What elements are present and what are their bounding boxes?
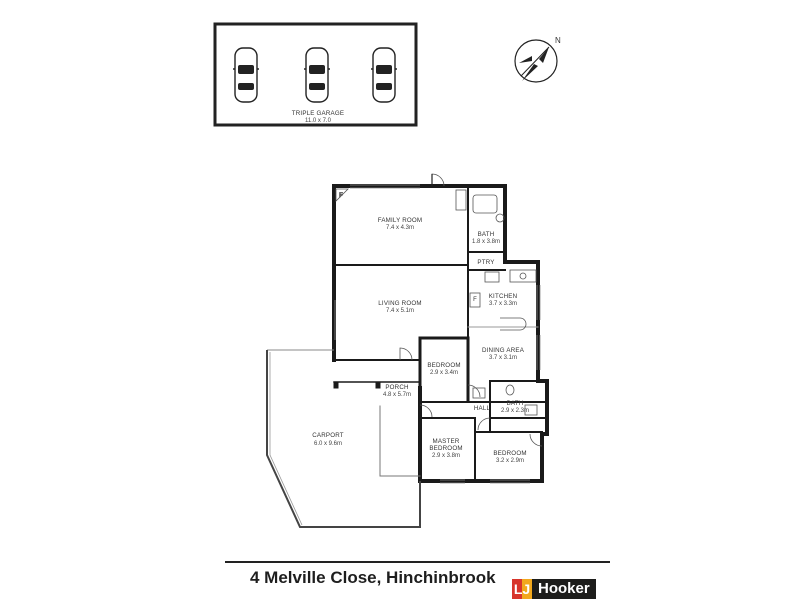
room-label-porch: PORCH	[385, 384, 408, 391]
carport	[266, 349, 421, 528]
compass-north-label: N	[555, 36, 561, 45]
garage-name: TRIPLE GARAGE	[292, 110, 344, 117]
room-label-kitchen: KITCHEN	[489, 293, 518, 300]
fridge-label: F	[473, 297, 477, 303]
room-label-hall: HALL	[474, 405, 491, 412]
room-size-living-room: 7.4 x 5.1m	[386, 308, 414, 314]
brand-name: Hooker	[532, 579, 596, 599]
room-label-master-bedroom-2: BEDROOM	[429, 445, 462, 452]
compass-icon: N	[514, 36, 561, 83]
car-icon	[233, 47, 259, 103]
room-size-master-bedroom: 2.9 x 3.8m	[432, 453, 460, 459]
room-label-bedroom-2: BEDROOM	[427, 362, 460, 369]
brand-logo-mark: LJ	[512, 579, 532, 599]
room-label-master-bedroom-1: MASTER	[433, 438, 460, 445]
car-icon	[304, 47, 330, 103]
footer-divider	[225, 561, 610, 563]
doors	[399, 173, 543, 447]
house-walls	[332, 184, 549, 483]
room-label-carport: CARPORT	[312, 432, 344, 439]
kitchen-fixtures	[469, 269, 537, 331]
room-size-carport: 6.0 x 9.6m	[314, 441, 342, 447]
room-size-dining-area: 3.7 x 3.1m	[489, 355, 517, 361]
brand-logo-glyph: LJ	[513, 581, 531, 597]
room-label-dining-area: DINING AREA	[482, 347, 525, 354]
fireplace-label: F	[339, 193, 343, 199]
car-icon	[371, 47, 397, 103]
fireplace-icon: F	[335, 188, 349, 202]
room-size-family-room: 7.4 x 4.3m	[386, 225, 414, 231]
brand-logo: LJ Hooker	[512, 579, 610, 599]
room-label-bath-1: BATH	[478, 231, 495, 238]
bath-fixtures	[455, 189, 538, 416]
windows	[334, 184, 541, 484]
room-size-bath-2: 2.9 x 2.3m	[501, 408, 529, 414]
room-size-bath-1: 1.8 x 3.8m	[472, 239, 500, 245]
room-size-porch: 4.8 x 5.7m	[383, 392, 411, 398]
triple-garage: TRIPLE GARAGE 11.0 x 7.0	[213, 22, 418, 127]
room-label-pantry: PTRY	[477, 259, 494, 266]
room-label-family-room: FAMILY ROOM	[378, 217, 423, 224]
room-size-bedroom-3: 3.2 x 2.9m	[496, 458, 524, 464]
room-label-living-room: LIVING ROOM	[378, 300, 421, 307]
room-size-bedroom-2: 2.9 x 3.4m	[430, 370, 458, 376]
fridge-icon: F	[473, 297, 477, 303]
room-label-bedroom-3: BEDROOM	[493, 450, 526, 457]
room-label-bath-2: BATH	[507, 400, 524, 407]
garage-size: 11.0 x 7.0	[305, 118, 332, 124]
property-address: 4 Melville Close, Hinchinbrook	[250, 568, 496, 587]
room-size-kitchen: 3.7 x 3.3m	[489, 301, 517, 307]
